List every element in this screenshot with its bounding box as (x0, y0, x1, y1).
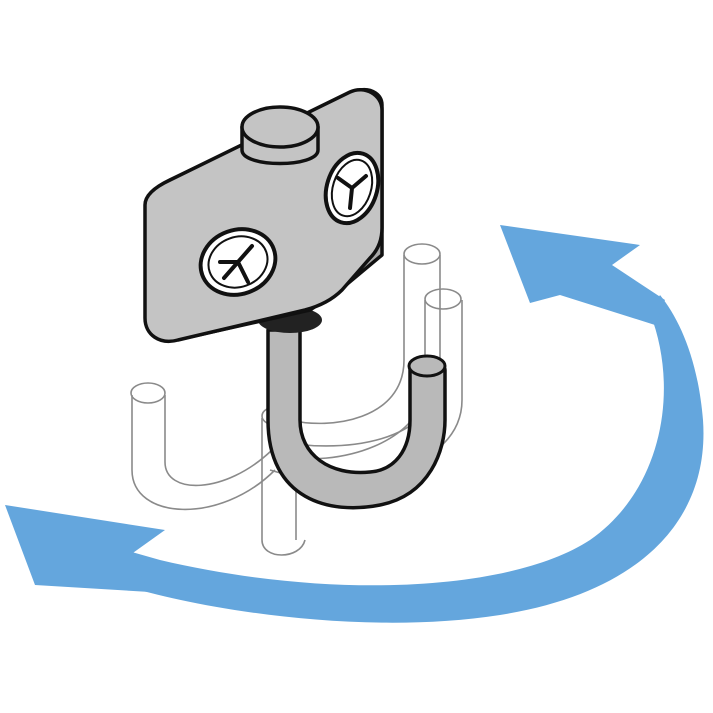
rotation-arrow-shaft (110, 295, 704, 623)
rotation-arrowhead-top (500, 225, 665, 325)
rotation-arrowhead-left (5, 505, 165, 592)
swivel-stud (240, 105, 320, 166)
screw-left-icon (198, 227, 278, 297)
stud-top (240, 105, 320, 149)
hook (258, 307, 447, 510)
ghost-hook-left (130, 382, 276, 511)
rotation-arrow-icon (5, 225, 704, 623)
hook-tip (407, 354, 447, 378)
screw-right-icon (323, 150, 381, 226)
